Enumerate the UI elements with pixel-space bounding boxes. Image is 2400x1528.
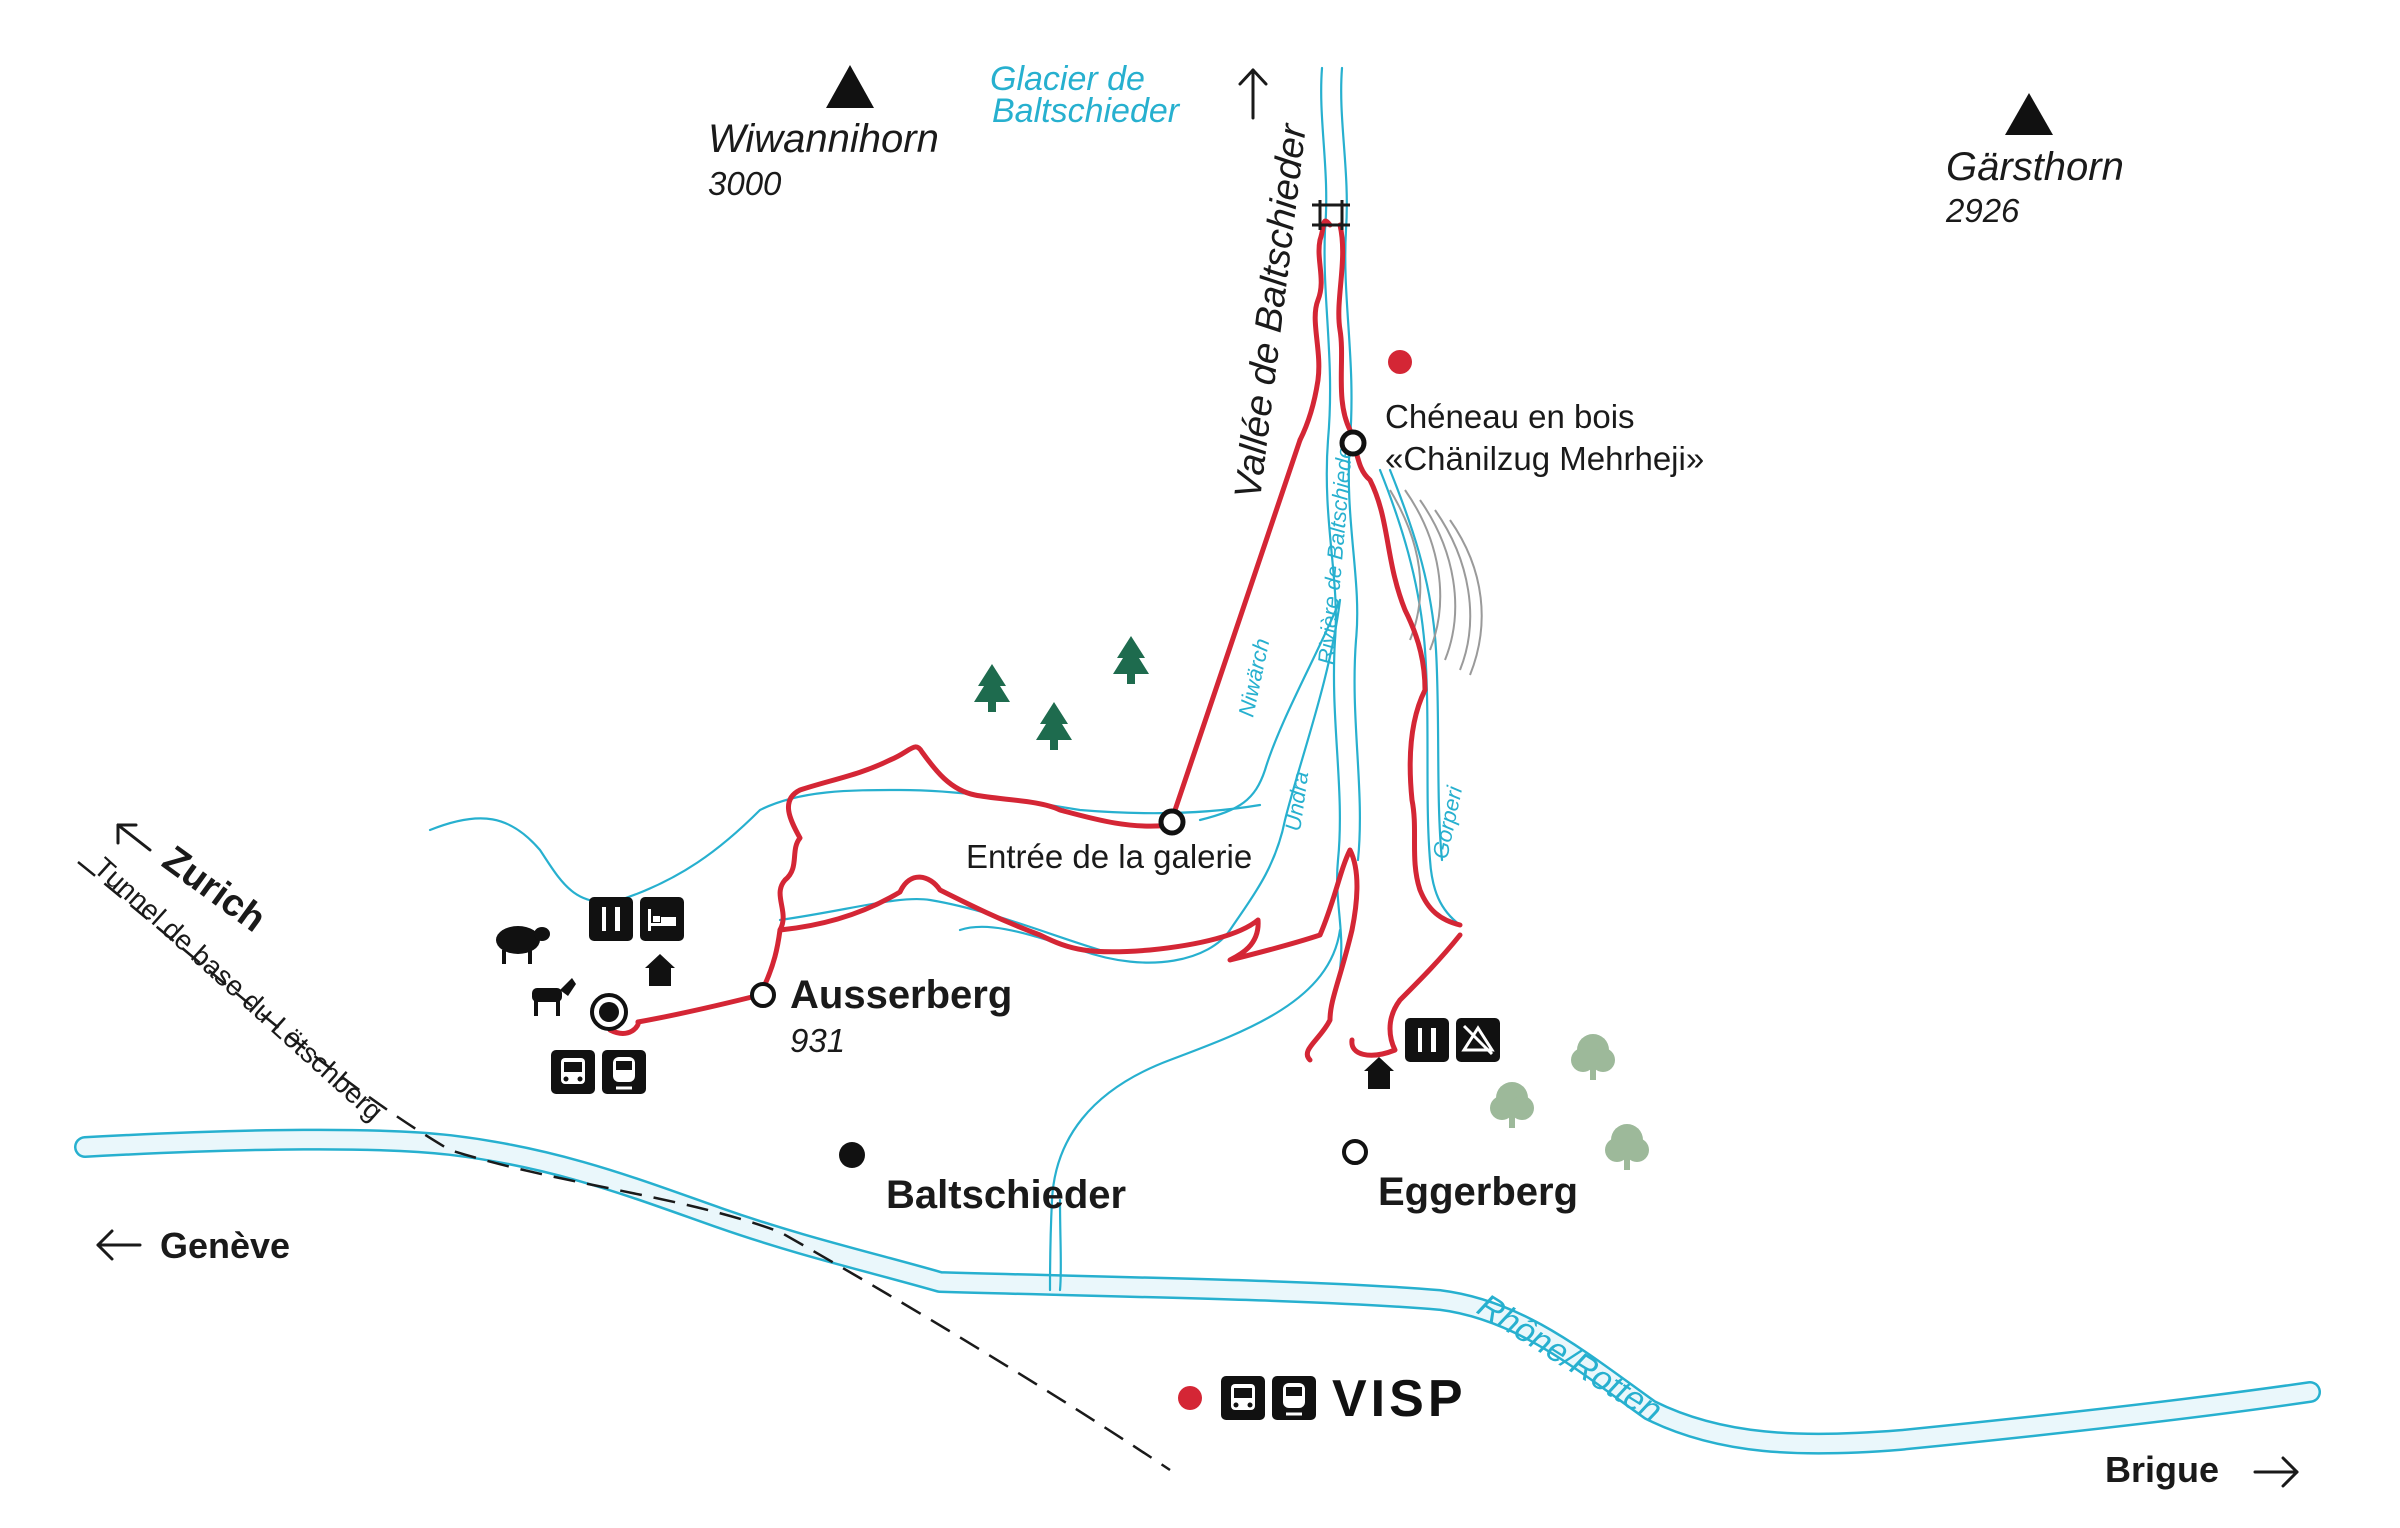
peak-elevation: 2926 [1945,192,2020,229]
deciduous-tree-icon [1571,1034,1615,1080]
bridge-icon [1312,200,1350,230]
deciduous-tree-icon [1605,1124,1649,1170]
conifer-tree-icon [974,664,1010,712]
place-marker [750,982,776,1008]
poi-dot [1388,350,1412,374]
place-marker [1342,1139,1368,1165]
place-name: Ausserberg [790,973,1012,1017]
poi-galerie-marker [1158,808,1186,836]
arrow-right-icon [2253,1456,2299,1488]
goat-icon [532,978,576,1016]
hotel-bed-icon [640,897,684,941]
glacier-label: Glacier de Baltschieder [990,60,1181,130]
train-icon [602,1050,646,1094]
river-label-riviere: Rivière de Baltschieder [1313,436,1358,665]
sheep-icon [496,926,550,964]
place-name: VISP [1332,1370,1467,1428]
direction-label: Brigue [2105,1449,2219,1490]
hiking-route [607,218,1463,1063]
river-label-rhone: Rhône/Rotten [1471,1287,1669,1430]
place-baltschieder: Baltschieder [839,1142,1126,1217]
conifer-trees [974,636,1149,750]
direction-brigue: Brigue [2105,1449,2299,1490]
mountain-peak-icon [826,65,874,108]
restaurant-icon [589,897,633,941]
peak-name: Wiwannihorn [708,117,939,161]
rock-slope [1389,489,1483,676]
hut-icon [1364,1057,1394,1089]
glacier-line1: Glacier de [990,60,1145,98]
place-marker [839,1142,865,1168]
mountain-peak-icon [2005,93,2053,135]
river-label-undra: Undra [1280,770,1313,833]
restaurant-icon [1405,1018,1449,1062]
poi-cheneau-line2: «Chänilzug Mehrheji» [1385,440,1704,477]
poi-galerie-label: Entrée de la galerie [966,838,1252,875]
arrow-upleft-icon [116,823,152,852]
direction-geneve: Genève [96,1225,290,1266]
arrow-left-icon [96,1229,142,1261]
place-eggerberg: Eggerberg [1342,1139,1578,1214]
river-label-niwarch: Niwärch [1233,636,1274,719]
place-name: Eggerberg [1378,1170,1578,1214]
poi-cheneau-line1: Chéneau en bois [1385,398,1635,435]
start-marker [590,993,628,1031]
bus-icon [1221,1376,1265,1420]
place-elevation: 931 [790,1022,845,1059]
place-name: Baltschieder [886,1173,1126,1217]
glacier-arrow-icon [1238,68,1268,120]
peak-elevation: 3000 [708,165,782,202]
river-label-gorperi: Gorperi [1427,783,1467,861]
rhone-river [74,1128,2321,1455]
conifer-tree-icon [1036,702,1072,750]
glacier-line2: Baltschieder [992,92,1181,130]
place-visp: VISP [1178,1370,1467,1428]
peak-garsthorn: Gärsthorn 2926 [1945,93,2124,229]
no-camping-icon [1456,1018,1500,1062]
direction-label: Genève [160,1225,290,1266]
bus-icon [551,1050,595,1094]
deciduous-tree-icon [1490,1082,1534,1128]
streams [428,66,1462,1292]
train-icon [1272,1376,1316,1420]
valley-label: Vallée de Baltschieder [1227,121,1315,501]
place-ausserberg: Ausserberg 931 [750,973,1012,1059]
peak-name: Gärsthorn [1946,145,2124,189]
peak-wiwannihorn: Wiwannihorn 3000 [708,65,939,202]
tunnel-line [77,861,1171,1472]
poi-cheneau-marker [1339,429,1367,457]
hut-icon [645,954,675,986]
place-marker [1178,1386,1202,1410]
deciduous-trees [1490,1034,1649,1170]
conifer-tree-icon [1113,636,1149,684]
